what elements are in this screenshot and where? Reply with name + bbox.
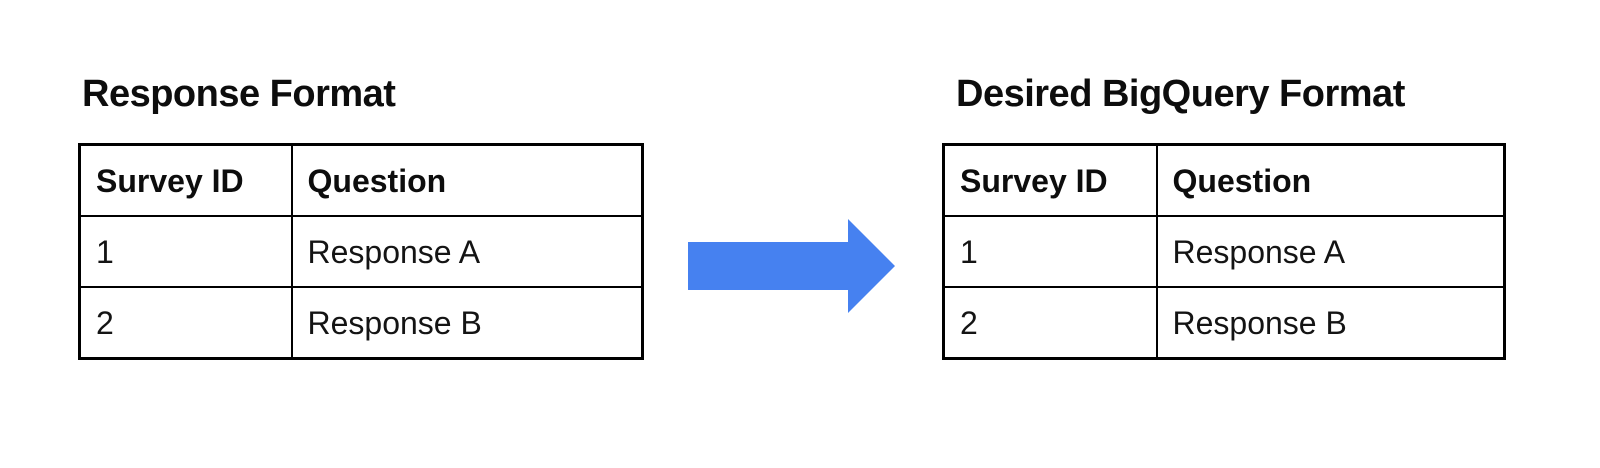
right-arrow-icon <box>688 219 895 313</box>
cell-survey-id: 1 <box>78 215 293 288</box>
table-row: 2 Response B <box>78 286 644 360</box>
cell-question: Response A <box>1155 215 1506 288</box>
cell-question: Response B <box>290 286 644 360</box>
right-arrow-shape <box>688 219 895 313</box>
cell-survey-id: 2 <box>942 286 1158 360</box>
table-header-row: Survey ID Question <box>78 143 644 217</box>
column-header-question: Question <box>290 143 644 217</box>
cell-question: Response A <box>290 215 644 288</box>
table-row: 2 Response B <box>942 286 1506 360</box>
cell-question: Response B <box>1155 286 1506 360</box>
table-row: 1 Response A <box>78 215 644 288</box>
table-row: 1 Response A <box>942 215 1506 288</box>
response-format-table: Survey ID Question 1 Response A 2 Respon… <box>78 143 644 360</box>
column-header-survey-id: Survey ID <box>942 143 1158 217</box>
left-panel-title: Response Format <box>82 73 396 115</box>
cell-survey-id: 2 <box>78 286 293 360</box>
desired-bigquery-format-table: Survey ID Question 1 Response A 2 Respon… <box>942 143 1506 360</box>
column-header-question: Question <box>1155 143 1506 217</box>
right-panel-title: Desired BigQuery Format <box>956 73 1405 115</box>
cell-survey-id: 1 <box>942 215 1158 288</box>
table-header-row: Survey ID Question <box>942 143 1506 217</box>
column-header-survey-id: Survey ID <box>78 143 293 217</box>
